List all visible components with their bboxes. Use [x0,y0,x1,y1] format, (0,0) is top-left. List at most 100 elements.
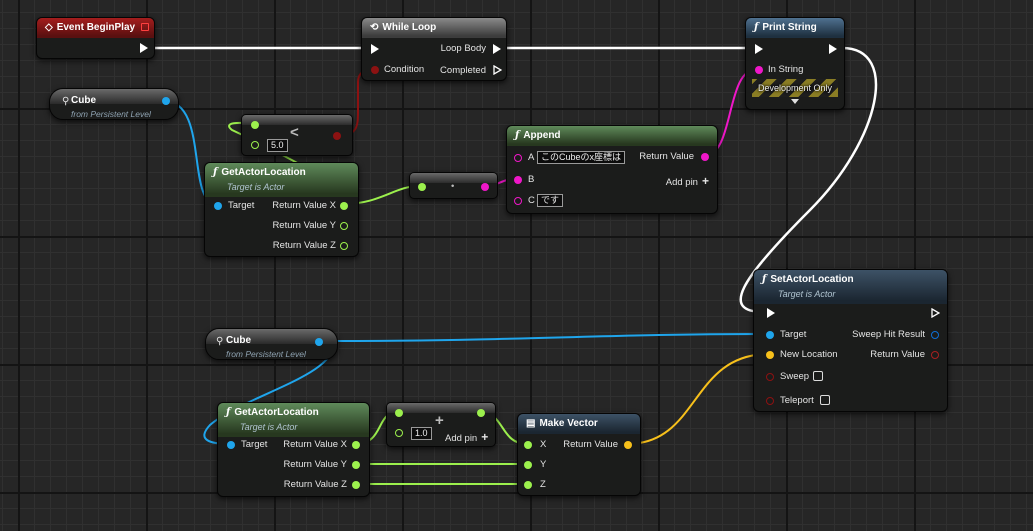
x-pin[interactable] [524,441,532,449]
input-b-pin[interactable] [514,176,522,184]
input-b-pin[interactable] [395,429,403,437]
return-y-label: Return Value Y [283,459,347,470]
return-z-label: Return Value Z [272,240,336,251]
add-node[interactable]: 1.0 + Add pin+ [386,402,496,447]
return-value-pin[interactable] [931,351,939,359]
expand-arrow-icon[interactable] [791,99,799,104]
to-string-node[interactable]: • [409,172,498,199]
function-icon: ƒ [213,167,218,178]
make-vector-node[interactable]: ▤Make Vector X Y Z Return Value [517,413,641,496]
return-value-label: Return Value [563,439,618,450]
input-a-pin[interactable] [251,121,259,129]
return-z-pin[interactable] [340,242,348,250]
input-a-value[interactable]: このCubeのx座標は [537,151,626,164]
input-c-value[interactable]: です [537,194,564,207]
variable-source: from Persistent Level [71,109,151,119]
float-out-pin[interactable] [477,409,485,417]
less-than-node[interactable]: 5.0 < [241,114,353,156]
z-pin[interactable] [524,481,532,489]
bool-out-pin[interactable] [333,132,341,140]
y-label: Y [540,459,547,470]
node-title: SetActorLocation [770,274,854,285]
while-loop-node[interactable]: ⟲While Loop Condition Loop Body Complete… [361,17,507,81]
y-pin[interactable] [524,461,532,469]
node-title: Event BeginPlay [56,22,136,33]
function-icon: ƒ [226,407,231,418]
exec-out-pin[interactable] [140,43,148,53]
variable-name: Cube [226,335,251,346]
input-a-pin[interactable] [395,409,403,417]
object-out-pin[interactable] [162,97,170,105]
return-y-pin[interactable] [340,222,348,230]
input-b-value[interactable]: 1.0 [411,427,432,440]
plus-icon: + [701,174,709,188]
return-x-pin[interactable] [340,202,348,210]
sweep-checkbox[interactable] [813,371,823,381]
teleport-pin[interactable] [766,397,774,405]
compact-header-bar [242,115,352,125]
new-location-pin[interactable] [766,351,774,359]
make-vector-header[interactable]: ▤Make Vector [518,414,640,434]
node-title: GetActorLocation [221,167,306,178]
in-string-label: In String [768,64,804,75]
cube-variable-node[interactable]: ⚲ Cube from Persistent Level [49,88,179,120]
target-pin[interactable] [227,441,235,449]
loop-body-pin[interactable] [493,44,501,54]
exec-in-pin[interactable] [767,308,775,318]
exec-in-pin[interactable] [755,44,763,54]
condition-pin[interactable] [371,66,379,74]
compact-header-bar [387,403,495,413]
return-value-label: Return Value [639,151,694,162]
return-value-pin[interactable] [701,153,709,161]
target-pin[interactable] [214,202,222,210]
node-subtitle: Target is Actor [227,182,285,192]
return-y-pin[interactable] [352,461,360,469]
input-a-label: A [528,152,535,163]
node-subtitle: Target is Actor [240,422,298,432]
add-pin-button[interactable]: Add pin+ [666,175,709,189]
add-pin-button[interactable]: Add pin+ [445,431,488,445]
input-b-value[interactable]: 5.0 [267,139,288,152]
event-beginplay-node[interactable]: ◇Event BeginPlay [36,17,155,59]
event-beginplay-header[interactable]: ◇Event BeginPlay [37,18,154,38]
variable-header-bar [50,89,178,104]
actor-icon: ⚲ [216,336,224,347]
sweep-hit-result-pin[interactable] [931,331,939,339]
in-string-pin[interactable] [755,66,763,74]
while-loop-header[interactable]: ⟲While Loop [362,18,506,38]
input-c-pin[interactable] [514,197,522,205]
make-struct-icon: ▤ [526,418,536,429]
return-x-pin[interactable] [352,441,360,449]
input-a-pin[interactable] [514,154,522,162]
string-out-pin[interactable] [481,183,489,191]
return-value-pin[interactable] [624,441,632,449]
target-label: Target [241,439,268,450]
return-z-pin[interactable] [352,481,360,489]
exec-out-pin[interactable] [931,308,940,318]
target-label: Target [780,329,807,340]
event-delegate-icon [141,23,149,31]
z-label: Z [540,479,546,490]
object-out-pin[interactable] [315,338,323,346]
completed-pin[interactable] [493,65,502,75]
exec-out-pin[interactable] [829,44,837,54]
teleport-checkbox[interactable] [820,395,830,405]
float-in-pin[interactable] [418,183,426,191]
x-label: X [540,439,547,450]
cube-variable-node[interactable]: ⚲ Cube from Persistent Level [205,328,338,360]
sweep-pin[interactable] [766,373,774,381]
exec-in-pin[interactable] [371,44,379,54]
target-pin[interactable] [766,331,774,339]
sweep-hit-result-label: Sweep Hit Result [852,329,925,340]
input-b-pin[interactable] [251,141,259,149]
